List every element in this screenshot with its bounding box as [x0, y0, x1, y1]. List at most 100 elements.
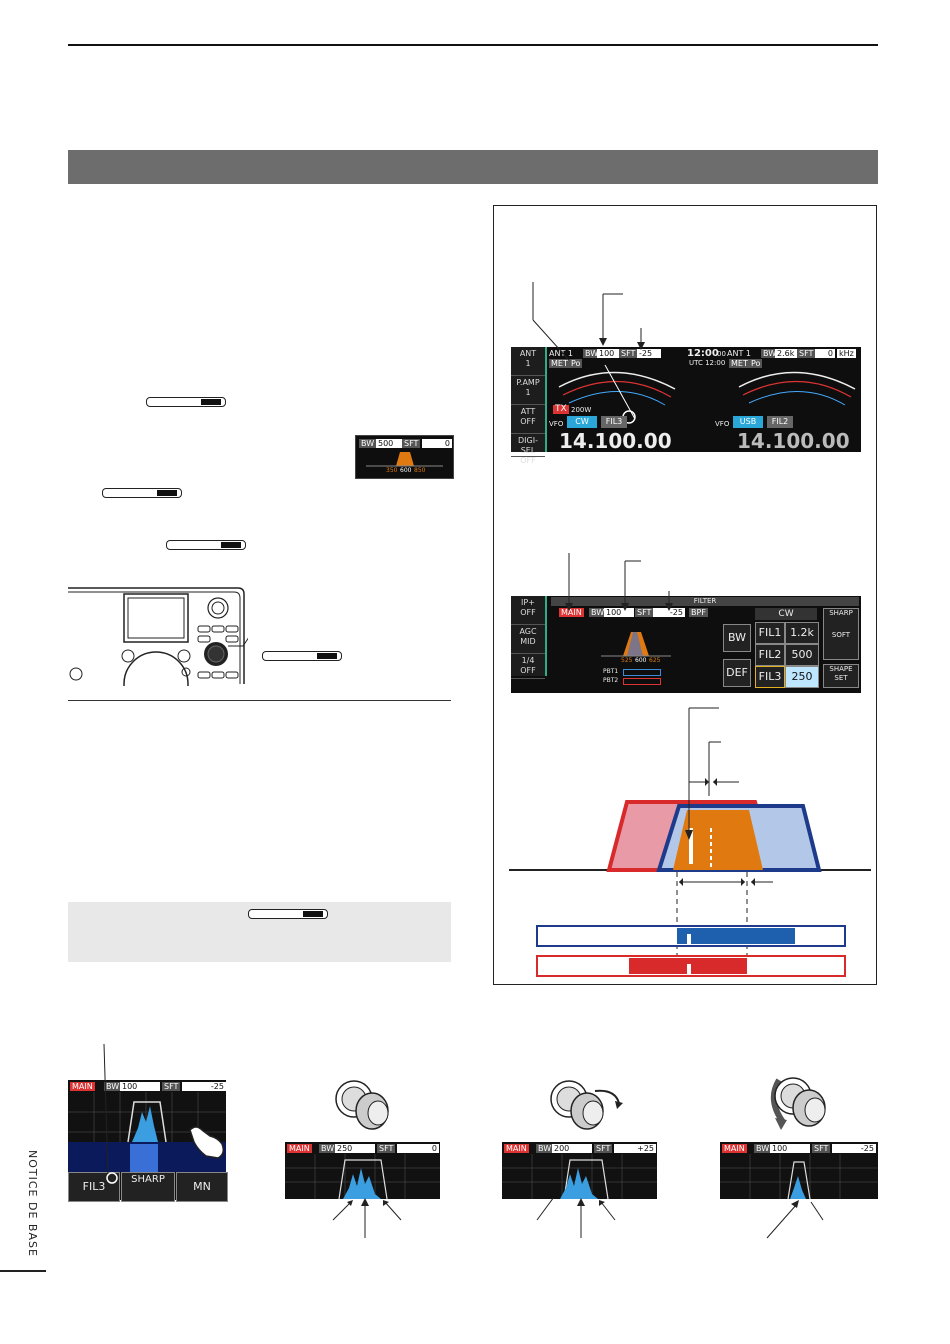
- fil-button[interactable]: FIL3: [601, 416, 627, 428]
- khz-label: kHz: [837, 349, 856, 358]
- vfo2-label: VFO: [715, 420, 730, 428]
- main-tag: MAIN: [70, 1082, 95, 1091]
- sft-value: -25: [637, 349, 661, 358]
- sft-label: SFT: [812, 1144, 831, 1153]
- fil2-button[interactable]: FIL2: [767, 416, 793, 428]
- sft-value: -25: [832, 1144, 876, 1153]
- sub-frequency: 14.100.00: [737, 429, 850, 453]
- bw-value: 500: [376, 439, 402, 448]
- bw-button[interactable]: BW: [723, 624, 751, 652]
- main-tag: MAIN: [504, 1144, 529, 1153]
- key-pill: [102, 488, 182, 498]
- fil3-softkey[interactable]: FIL3: [68, 1172, 120, 1202]
- vfo-label: VFO: [549, 420, 564, 428]
- bpf-tag: BPF: [689, 608, 708, 617]
- mn-softkey[interactable]: MN: [176, 1172, 228, 1202]
- knob-rotate-icon: [550, 1080, 623, 1130]
- fil3-value[interactable]: 250: [785, 666, 819, 688]
- bw-label: BW: [536, 1144, 554, 1153]
- spectrum-panel-3: MAIN BW 200 SFT +25: [502, 1142, 657, 1199]
- touch-screen-panel: MAIN BW 100 SFT -25 FIL3 SHARP MN: [68, 1080, 228, 1202]
- small-filter-screen: BW 500 SFT 0 350 600 850: [355, 435, 454, 479]
- side-quarter[interactable]: 1/4 OFF: [511, 654, 545, 679]
- sidebar-label: NOTICE DE BASE: [26, 1150, 39, 1257]
- knob-turn-icon: [770, 1077, 826, 1130]
- filter-shape: [366, 452, 443, 467]
- meter-display: ANT 1 P.AMP 1 ATT OFF DIGI-SEL OFF ANT 1…: [511, 347, 861, 465]
- mode-button[interactable]: CW: [567, 416, 597, 428]
- sft-label: SFT: [162, 1082, 181, 1091]
- sharp-soft-button[interactable]: SHARP SOFT: [823, 608, 859, 660]
- sft-value: 0: [397, 1144, 439, 1153]
- divider: [68, 700, 451, 701]
- clock-sec: 00: [717, 350, 726, 358]
- shape-set-button[interactable]: SHAPE SET: [823, 664, 859, 688]
- spectrum-leaders: [332, 1198, 824, 1239]
- sft-label: SFT: [402, 439, 421, 448]
- mode2-button[interactable]: USB: [733, 416, 763, 428]
- cw-header: CW: [755, 608, 817, 620]
- pbt1-label: PBT1: [603, 668, 619, 675]
- note-pill: [248, 909, 328, 919]
- po-label: Po: [569, 359, 583, 368]
- sft-label: SFT: [635, 608, 654, 617]
- scale-low: 525: [621, 657, 633, 664]
- filter-title: FILTER: [551, 597, 859, 606]
- sft-value: +25: [614, 1144, 656, 1153]
- bw-value: 100: [604, 608, 634, 617]
- main-tag: MAIN: [722, 1144, 747, 1153]
- bw-label: BW: [583, 349, 601, 358]
- figure-panel: [493, 205, 877, 985]
- sft-value: -25: [182, 1082, 226, 1091]
- bw-label: BW: [754, 1144, 772, 1153]
- meter-scales: [558, 364, 856, 424]
- fil1-button[interactable]: FIL1: [755, 622, 785, 644]
- knob-pill: [262, 651, 342, 661]
- tx-badge: TX: [553, 404, 569, 414]
- section-banner: [68, 150, 878, 184]
- passband-diagram: [509, 707, 871, 978]
- scale-low: 350: [386, 467, 398, 474]
- side-pamp[interactable]: P.AMP 1: [511, 376, 545, 405]
- bw-value: 100: [120, 1082, 160, 1091]
- sft2-label: SFT: [797, 349, 816, 358]
- panel1-leader: [103, 1043, 118, 1184]
- ant-label: ANT 1: [549, 349, 573, 358]
- top-rule: [68, 44, 878, 46]
- side-agc[interactable]: AGC MID: [511, 625, 545, 654]
- scale-high: 625: [649, 657, 661, 664]
- spectrum-panel-4: MAIN BW 100 SFT -25: [720, 1142, 878, 1199]
- main-tag: MAIN: [287, 1144, 312, 1153]
- sft-label: SFT: [594, 1144, 613, 1153]
- sft-value: 0: [422, 439, 452, 448]
- sft-label: SFT: [377, 1144, 396, 1153]
- met-label: MET: [549, 359, 570, 368]
- knob-icon: [335, 1080, 389, 1130]
- key-pill: [166, 540, 246, 550]
- passband-graphic: [601, 632, 671, 657]
- pbt2-bar: [623, 678, 661, 685]
- fil2-value[interactable]: 500: [785, 644, 819, 666]
- sharp-softkey[interactable]: SHARP: [121, 1172, 175, 1202]
- bw-label: BW: [359, 439, 377, 448]
- bw-value: 100: [597, 349, 619, 358]
- filter-leaders: [565, 553, 673, 611]
- ant2-label: ANT 1: [727, 349, 751, 358]
- side-ip[interactable]: IP+ OFF: [511, 596, 545, 625]
- fil2-button[interactable]: FIL2: [755, 644, 785, 666]
- side-ant[interactable]: ANT 1: [511, 347, 545, 376]
- fil3-button[interactable]: FIL3: [755, 666, 785, 688]
- scale-high: 850: [414, 467, 426, 474]
- def-button[interactable]: DEF: [723, 659, 751, 687]
- met2-label: MET: [729, 359, 750, 368]
- meter-sidebar: ANT 1 P.AMP 1 ATT OFF DIGI-SEL OFF: [511, 347, 547, 465]
- main-tag: MAIN: [559, 608, 584, 617]
- main-frequency: 14.100.00: [559, 429, 672, 453]
- fil1-value[interactable]: 1.2k: [785, 622, 819, 644]
- bw-value: 250: [335, 1144, 375, 1153]
- filter-display: IP+ OFF AGC MID 1/4 OFF FILTER MAIN BW 1…: [511, 596, 861, 693]
- side-digisel[interactable]: DIGI-SEL OFF: [511, 434, 545, 465]
- clock: 12:00: [687, 348, 719, 359]
- side-att[interactable]: ATT OFF: [511, 405, 545, 434]
- sft-label: SFT: [619, 349, 638, 358]
